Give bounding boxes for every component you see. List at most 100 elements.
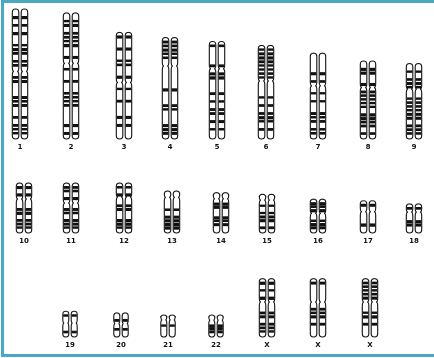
chromosome-band bbox=[64, 80, 69, 83]
chromosome-band bbox=[126, 193, 131, 196]
chromosome-band bbox=[13, 24, 18, 27]
chromosome-band bbox=[13, 44, 18, 46]
chromatid bbox=[122, 313, 128, 337]
chromosome-pair-15 bbox=[259, 194, 274, 233]
chromosome-band bbox=[361, 83, 366, 86]
chromosome-band bbox=[117, 60, 122, 62]
chromosome-band bbox=[22, 96, 27, 99]
chromosome-band bbox=[223, 203, 228, 206]
chromatid bbox=[114, 313, 120, 337]
chromosome-band bbox=[260, 226, 265, 229]
chromosome-label: 11 bbox=[66, 237, 76, 245]
chromosome-band bbox=[260, 212, 265, 214]
chromosome-band bbox=[361, 204, 366, 207]
chromosome-band bbox=[320, 227, 325, 230]
chromosome-band bbox=[363, 285, 368, 288]
chromosome-band bbox=[163, 88, 168, 91]
chromosome-band bbox=[311, 227, 316, 230]
chromosome-band bbox=[117, 100, 122, 103]
chromosome-band bbox=[269, 323, 274, 326]
chromosome-band bbox=[117, 47, 122, 50]
chromosome-band bbox=[126, 47, 131, 50]
chromosome-band bbox=[370, 94, 375, 97]
chromosome-band bbox=[163, 41, 168, 44]
chromosome-band bbox=[259, 72, 264, 75]
chromosome-band bbox=[209, 331, 214, 333]
chromosome-band bbox=[64, 44, 69, 47]
chromosome-band bbox=[407, 223, 412, 226]
chromosome-band bbox=[172, 88, 177, 91]
chromosome-band bbox=[320, 128, 325, 131]
chromosome-band bbox=[320, 282, 325, 285]
chromosome-label: 20 bbox=[116, 341, 126, 349]
chromosome-band bbox=[370, 106, 375, 108]
chromosome-band bbox=[260, 205, 265, 207]
chromosome-band bbox=[126, 88, 131, 90]
chromosome-band bbox=[63, 314, 68, 316]
chromosome-band bbox=[172, 108, 177, 110]
chromosome-band bbox=[73, 132, 78, 135]
chromosome-band bbox=[13, 128, 18, 130]
chromosome-band bbox=[163, 49, 168, 52]
chromosome-band bbox=[210, 92, 215, 95]
chromosome-band bbox=[64, 96, 69, 99]
chromosome-band bbox=[165, 208, 170, 211]
chromosome-label: 21 bbox=[163, 341, 173, 349]
chromosome-band bbox=[126, 64, 131, 67]
chromosome-band bbox=[114, 319, 119, 322]
chromatid bbox=[310, 53, 317, 139]
chromosome-band bbox=[73, 124, 78, 127]
chromosome-band bbox=[210, 128, 215, 130]
chromosome-band bbox=[63, 331, 68, 334]
chromosome-band bbox=[22, 124, 27, 127]
chromosome-band bbox=[163, 53, 168, 55]
chromosome-band bbox=[172, 104, 177, 107]
chromosome-band bbox=[73, 96, 78, 99]
chromosome-band bbox=[320, 312, 325, 315]
chromosome-band bbox=[223, 223, 228, 226]
chromosome-band bbox=[26, 226, 31, 228]
chromosome-band bbox=[117, 223, 122, 226]
chromosome-band bbox=[407, 207, 412, 210]
chromosome-band bbox=[64, 197, 69, 200]
chromosome-band bbox=[22, 104, 27, 107]
chromosome-band bbox=[361, 98, 366, 100]
chromosome-band bbox=[269, 282, 274, 285]
chromosome-band bbox=[269, 205, 274, 207]
chromosome-band bbox=[372, 285, 377, 288]
chromosome-band bbox=[416, 97, 421, 99]
chromosome-band bbox=[416, 117, 421, 120]
chromosome-band bbox=[223, 216, 228, 219]
chromosome-label: X bbox=[367, 341, 373, 349]
chromosome-label: 5 bbox=[215, 143, 220, 151]
chromosome-band bbox=[363, 289, 368, 291]
chromosome-band bbox=[320, 323, 325, 326]
chromosome-band bbox=[260, 327, 265, 330]
chromosome-band bbox=[320, 220, 325, 222]
chromosome-pair-20 bbox=[114, 313, 128, 337]
chromosome-band bbox=[372, 312, 377, 314]
chromosome-label: 8 bbox=[366, 143, 371, 151]
chromosome-band bbox=[370, 83, 375, 86]
chromosome-band bbox=[64, 40, 69, 42]
chromosome-label: 3 bbox=[122, 143, 127, 151]
chromosome-band bbox=[22, 76, 27, 79]
chromosome-band bbox=[259, 60, 264, 63]
chromosome-band bbox=[13, 104, 18, 107]
chromosome-band bbox=[117, 35, 122, 38]
chromosome-band bbox=[370, 125, 375, 128]
chromosome-band bbox=[64, 124, 69, 127]
chromosome-band bbox=[73, 36, 78, 39]
chromosome-band bbox=[22, 52, 27, 55]
chromatid bbox=[12, 9, 18, 139]
chromosome-band bbox=[126, 100, 131, 103]
chromosome-band bbox=[73, 40, 78, 42]
chromosome-band bbox=[361, 125, 366, 128]
chromosome-band bbox=[123, 328, 128, 331]
chromosome-band bbox=[311, 202, 316, 205]
chromosome-band bbox=[165, 226, 170, 229]
chromosome-band bbox=[311, 312, 316, 315]
chromosome-band bbox=[320, 308, 325, 311]
chromosome-band bbox=[311, 209, 316, 212]
